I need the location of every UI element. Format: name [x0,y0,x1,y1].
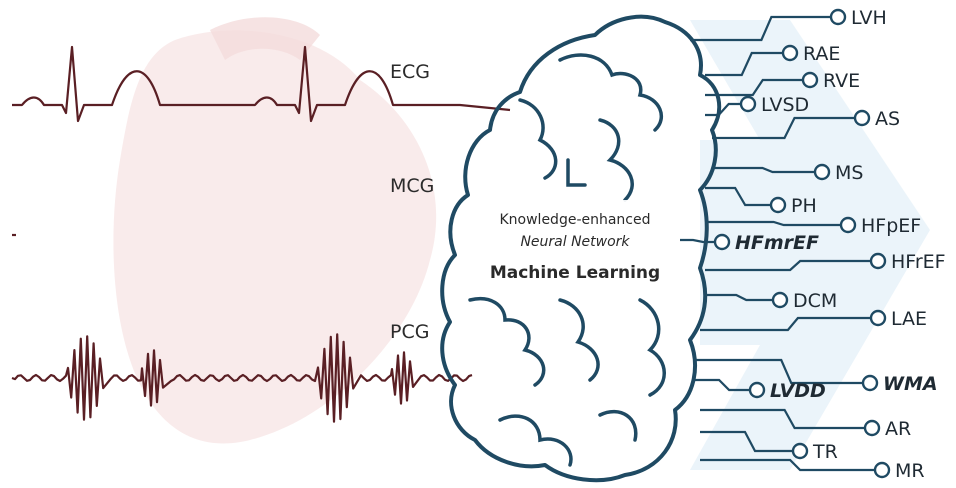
brain-outline [440,14,722,483]
output-label-lvdd: LVDD [770,380,826,402]
output-connector-line [705,220,840,227]
center-text-line1: Knowledge-enhanced [499,212,650,228]
output-node-circle [781,44,799,62]
center-text-line2: Neural Network [520,234,630,250]
signal-traces: ECG MCG PCG [11,45,511,423]
brain-fold-7 [638,298,666,397]
output-label-lae: LAE [891,308,927,330]
output-connector-line [705,259,870,272]
output-label-ph: PH [791,195,817,217]
ecg-label: ECG [390,61,430,83]
output-label-lvh: LVH [851,7,887,29]
brain-fold-3 [598,118,634,202]
pcg-trace [11,333,473,423]
output-connector-line [705,51,782,77]
output-node-circle [801,71,819,89]
output-label-lvsd: LVSD [761,94,809,116]
output-label-rae: RAE [803,43,840,65]
output-label-wma: WMA [883,373,938,395]
output-label-hfref: HFrEF [891,251,946,273]
output-label-dcm: DCM [793,290,837,312]
brain-fold-1 [558,53,663,132]
output-node-circle [861,374,879,392]
output-node-circle [873,461,891,479]
output-connector-line [705,78,802,97]
brain-fold-8 [498,414,573,467]
output-label-hfpef: HFpEF [861,215,921,237]
output-connector-line [695,378,749,392]
output-label-rve: RVE [823,70,860,92]
heart-vessel [210,17,320,60]
output-node-circle [853,109,871,127]
output-connector-line [705,186,770,207]
output-connector-line [705,102,740,117]
output-connector-line [700,316,870,332]
output-node-circle [739,95,757,113]
output-node-circle [869,309,887,327]
output-label-hfmref: HFmrEF [735,232,819,254]
output-node-circle [869,252,887,270]
output-label-mr: MR [895,460,925,482]
output-label-tr: TR [812,441,838,463]
brain-fold-4 [566,158,587,187]
brain-fold-2 [518,98,558,180]
brain-contour [440,14,722,483]
output-label-as: AS [875,108,900,130]
output-label-ms: MS [835,162,863,184]
background-arrow-shape [690,20,930,470]
output-node-circle [769,196,787,214]
ecg-trace [12,45,511,123]
output-connectors: LVH RAE RVE LVSD AS MS PH HFpEF HFmrEF HFrEF DCM LA… [680,7,946,482]
output-connector-line [690,15,830,42]
output-node-circle [839,216,857,234]
output-connector-line [700,458,874,472]
output-node-circle [771,291,789,309]
pcg-label: PCG [390,321,429,343]
brain-fold-5 [468,297,546,387]
output-connector-line [712,166,814,174]
output-node-circle [748,381,766,399]
output-connector-line [700,408,864,430]
output-node-circle [829,8,847,26]
output-node-circle [813,163,831,181]
output-connector-line [695,358,862,385]
heart-silhouette [113,30,437,444]
output-label-ar: AR [885,418,911,440]
brain-fold-6 [558,298,600,382]
output-node-circle [863,419,881,437]
brain-fold-9 [598,409,638,442]
output-connector-line [700,430,792,453]
output-connector-line [712,116,854,140]
output-connector-line [705,293,772,302]
output-node-circle [791,442,809,460]
output-connector-line [680,238,714,244]
mcg-label: MCG [390,175,434,197]
center-text-backdrop [468,200,683,295]
center-text-line3: Machine Learning [490,263,660,283]
output-node-circle [713,233,731,251]
